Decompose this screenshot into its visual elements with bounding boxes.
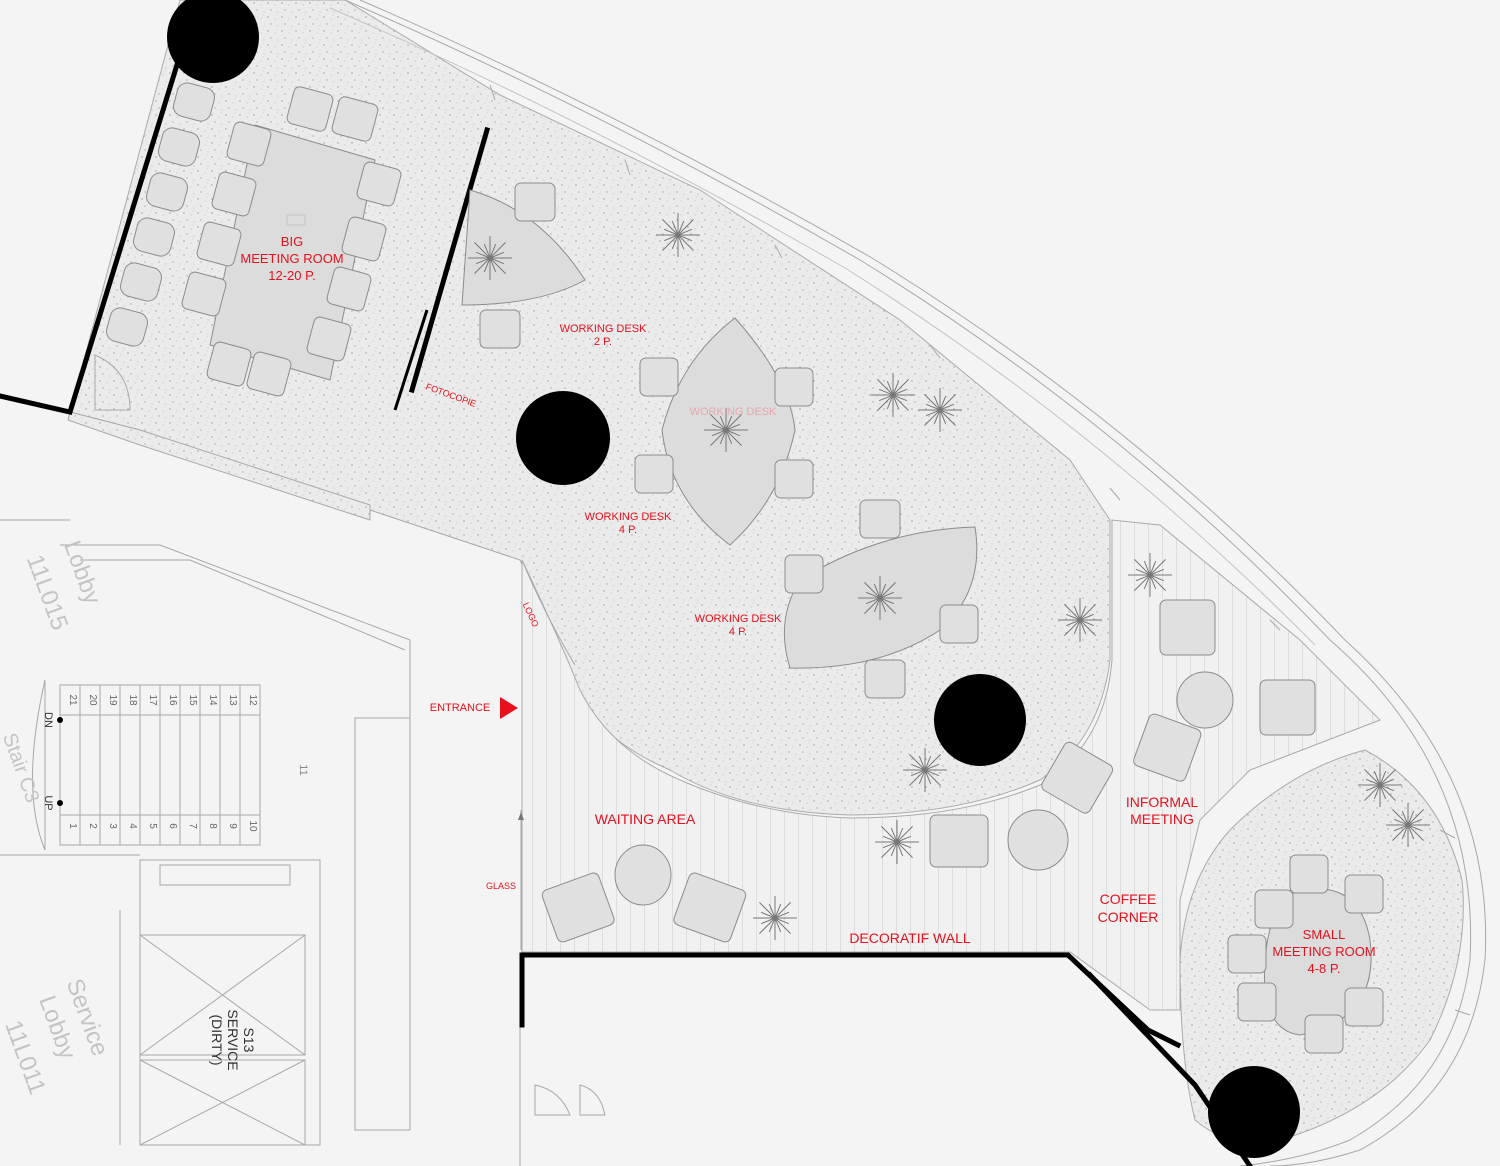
small-meeting-room-label-1: SMALL [1303,927,1346,942]
stair-number: 21 [67,694,78,706]
plant-icon [656,213,700,257]
plant-icon [1058,598,1102,642]
stair-up-marker [57,800,63,806]
stair-numbers-top: 21 20 19 18 17 16 15 14 13 12 [67,694,258,706]
stair-number: 7 [187,823,198,829]
entrance-arrow-icon [500,697,518,719]
stair-number: 2 [87,823,98,829]
plant-icon [1386,803,1430,847]
service-room-label-3: (DIRTY) [209,1014,225,1065]
stair-dn-marker [57,717,63,723]
stair-number: 20 [87,694,98,706]
service-lobby-code: 11L011 [0,1017,51,1098]
big-meeting-room-label-2: MEETING ROOM [240,251,343,266]
stair-number: 13 [227,694,238,706]
plant-icon [1358,763,1402,807]
walls [0,51,1254,1166]
lounge-furniture [541,599,1316,943]
stair-number: 1 [67,823,78,829]
stair-11-label: 11 [297,764,309,775]
decoratif-wall-label: DECORATIF WALL [849,930,971,946]
glass-label: GLASS [486,881,516,891]
informal-meeting-label-1: INFORMAL [1126,794,1199,810]
service-room-label-2: SERVICE [225,1009,241,1070]
stair-number: 6 [167,823,178,829]
plant-icon [468,236,512,280]
column [167,0,259,83]
stair-number: 9 [227,823,238,829]
stair-number: 5 [147,823,158,829]
stair-number: 19 [107,694,118,706]
stair-number: 15 [187,694,198,706]
plants [468,213,1430,940]
working-desk-2p-label-2: 2 P. [594,336,612,348]
meeting-room-west-wall [0,51,184,415]
meeting-room-partition [408,126,491,394]
building-core [0,519,606,1166]
column [516,391,610,485]
corridor-floor [67,411,371,521]
stair-number: 8 [207,823,218,829]
plant-icon [1128,553,1172,597]
stair-treads [79,685,241,845]
plant-icon [858,576,902,620]
plant-icon [903,748,947,792]
stair-number: 10 [247,820,258,832]
working-desk-4p-a-label-1: WORKING DESK [585,511,672,523]
stair-numbers-bottom: 1 2 3 4 5 6 7 8 9 10 [67,820,258,832]
small-meeting-room-label-2: MEETING ROOM [1272,944,1375,959]
informal-meeting-label-2: MEETING [1130,811,1194,827]
big-meeting-table [94,82,402,411]
coffee-corner-label-1: COFFEE [1100,891,1157,907]
service-room-label-1: S13 [241,1028,257,1053]
entrance-label: ENTRANCE [430,702,491,714]
working-desk-2p [461,182,586,349]
coffee-corner-label-2: CORNER [1098,909,1159,925]
core-labels: Lobby 11L015 Stair C3 DN UP Service Lobb… [0,537,309,1098]
big-meeting-room-label-1: BIG [281,234,303,249]
stair-number: 12 [247,694,258,706]
plant-icon [753,896,797,940]
stair-label: Stair C3 [0,730,43,805]
facade [329,0,1487,1166]
columns [167,0,1300,1158]
column [934,674,1026,766]
small-meeting-table [1227,854,1384,1054]
stair-number: 4 [127,823,138,829]
stair-number: 17 [147,694,158,706]
lobby-label: Lobby [58,537,106,608]
plant-icon [918,388,962,432]
working-desk-4p-b-label-1: WORKING DESK [695,613,782,625]
decoratif-wall-line [519,952,1182,1049]
stair-number: 16 [167,694,178,706]
plant-icon [875,820,919,864]
big-meeting-room-label-3: 12-20 P. [268,268,315,283]
stair-dn-label: DN [42,712,54,728]
working-desk-faded-label: WORKING DESK [690,406,777,418]
stair-number: 3 [107,823,118,829]
stair-up-label: UP [42,795,54,810]
small-meeting-room-label-3: 4-8 P. [1307,961,1340,976]
stair-number: 14 [207,694,218,706]
working-desk-4p-b-label-2: 4 P. [729,626,747,638]
plant-icon [871,373,915,417]
waiting-area-label: WAITING AREA [595,811,696,827]
working-desk-4p-a-label-2: 4 P. [619,524,637,536]
column [1208,1066,1300,1158]
working-desk-2p-label-1: WORKING DESK [560,323,647,335]
plant-icon [704,408,748,452]
stair-number: 18 [127,694,138,706]
